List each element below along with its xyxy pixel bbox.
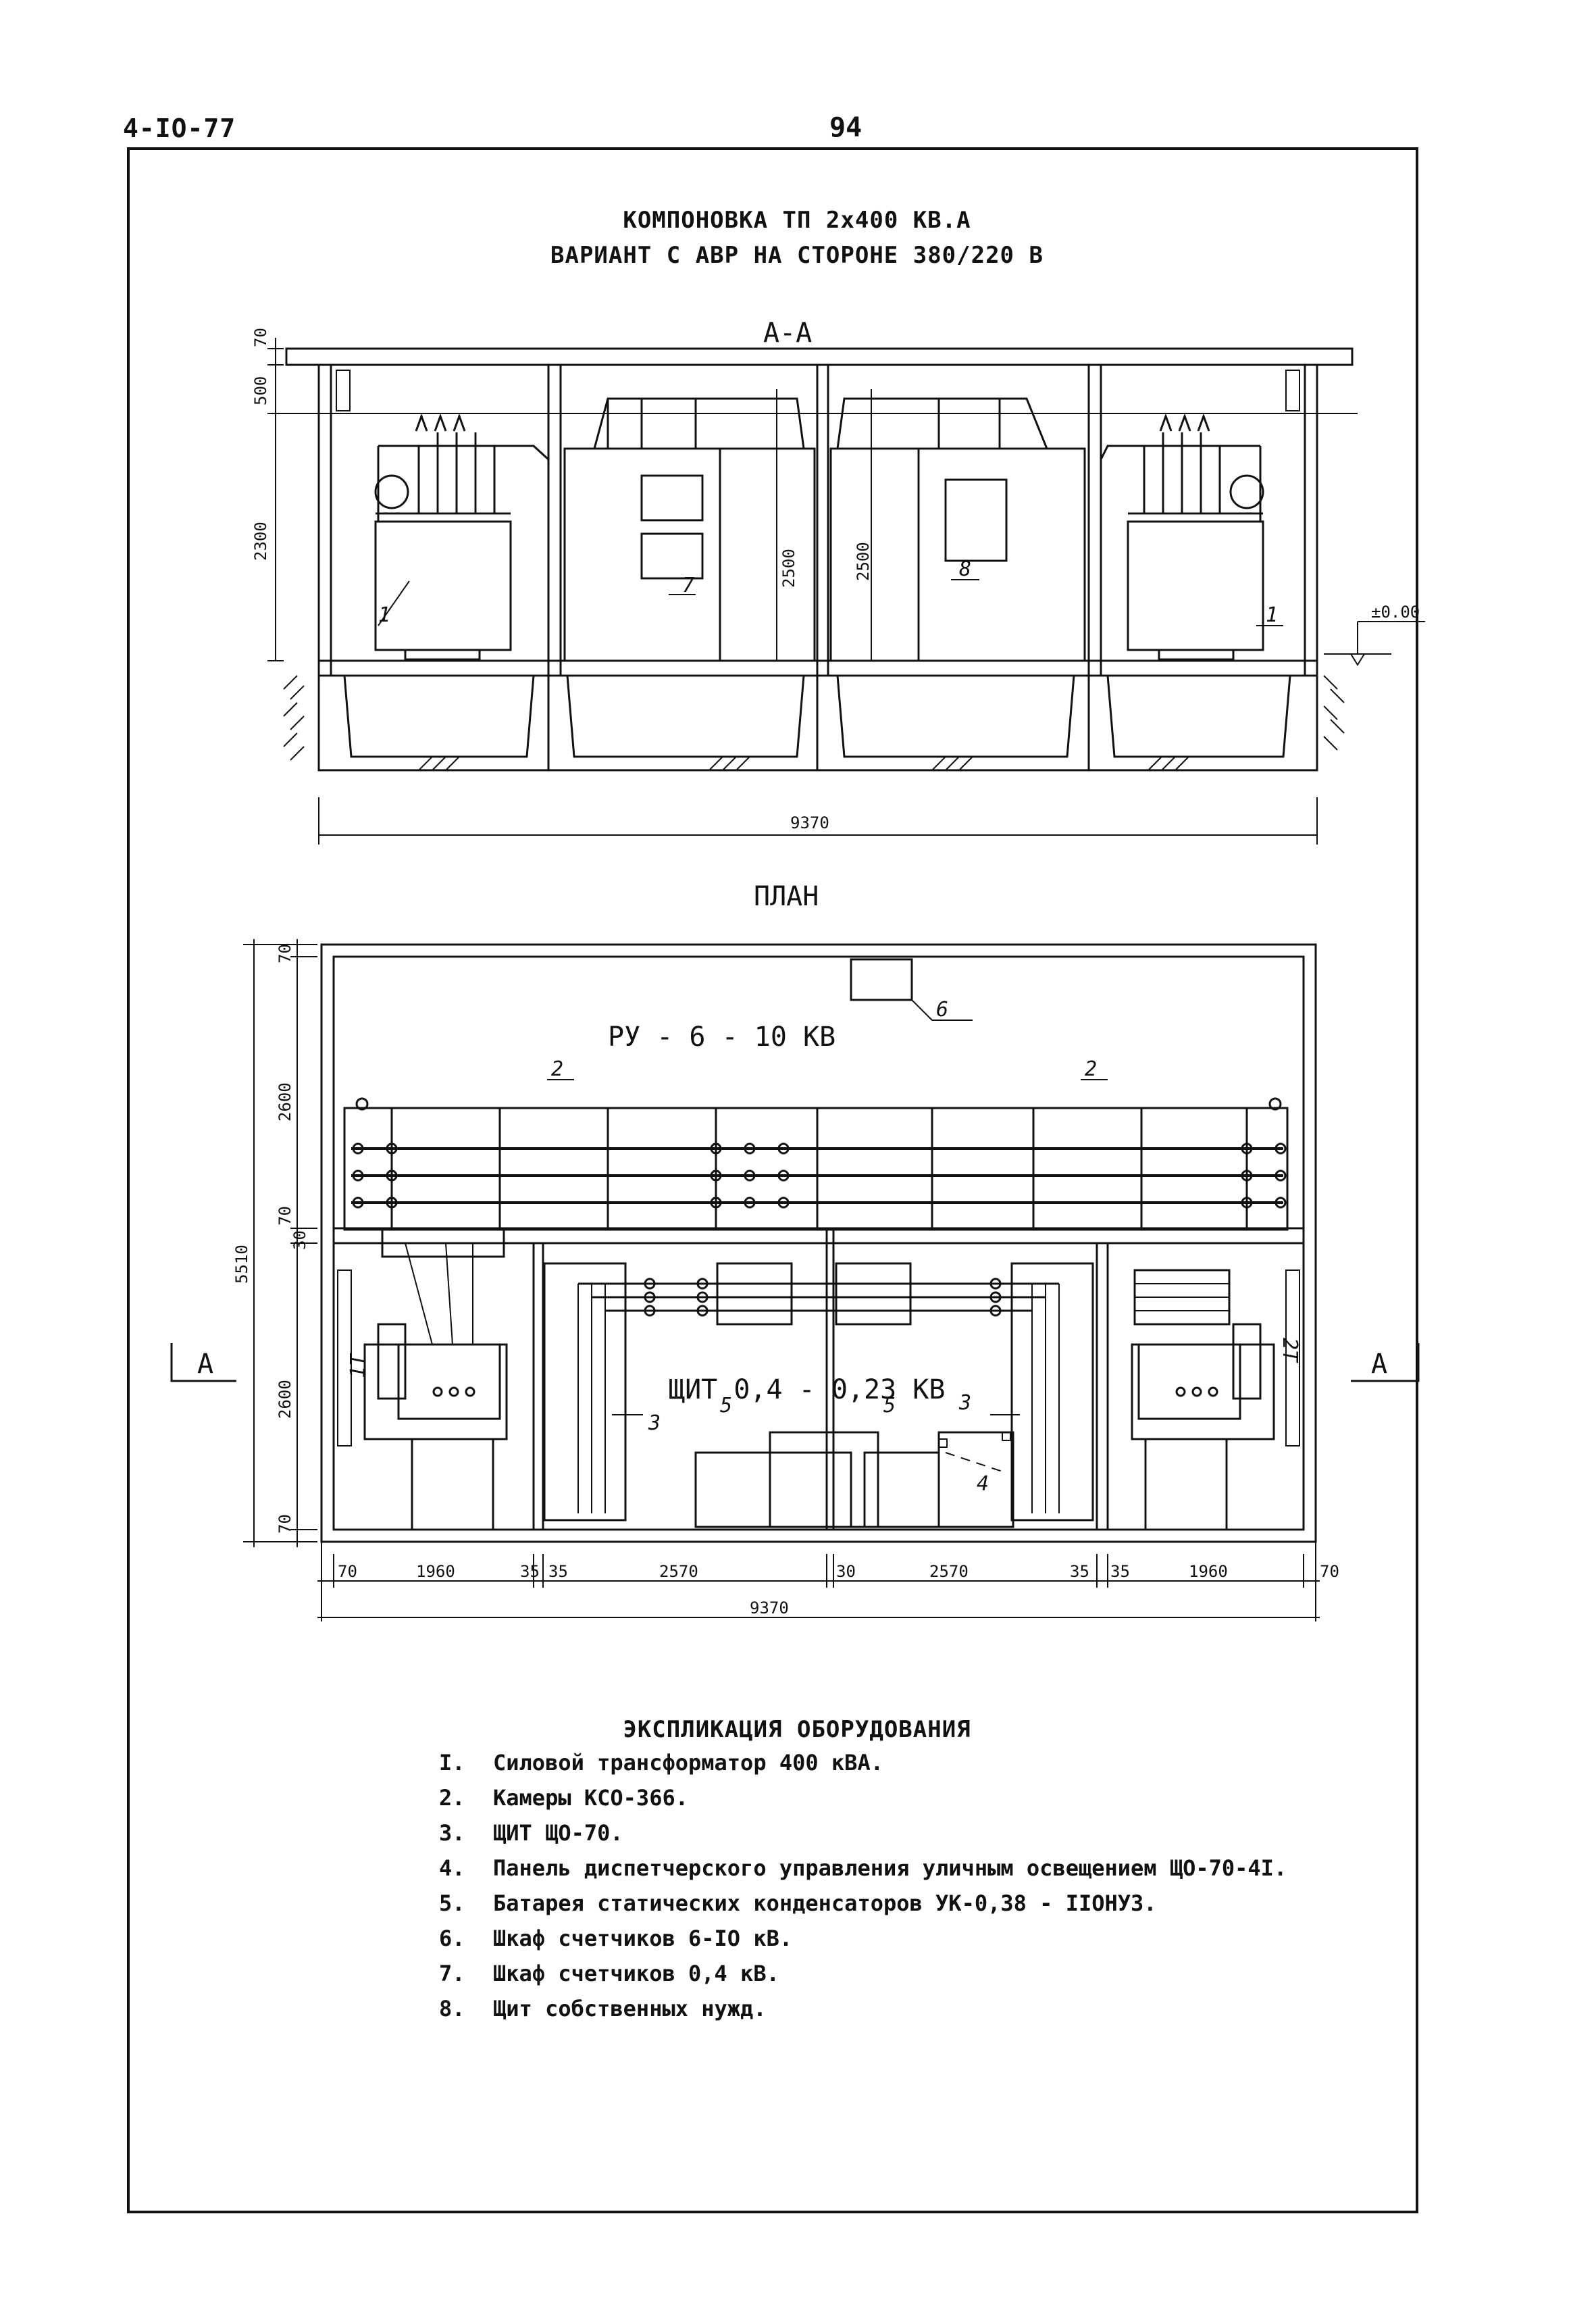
drawing-title-line1: КОМПОНОВКА ТП 2x400 КВ.А (623, 207, 971, 234)
legend-item: 6.Шкаф счетчиков 6-IO кВ. (439, 1926, 793, 1951)
dim-section-total: 9370 (790, 813, 829, 832)
transformer-2-label: 2Т (1278, 1338, 1302, 1363)
plan-hdim-4: 2570 (659, 1562, 698, 1581)
legend-title: ЭКСПЛИКАЦИЯ ОБОРУДОВАНИЯ (623, 1716, 971, 1743)
dim-cabinet-right: 2500 (854, 542, 873, 581)
plan-callout-2b: 2 (1085, 1057, 1097, 1081)
legend-item: 7.Шкаф счетчиков 0,4 кВ. (439, 1961, 779, 1986)
drawing-title-line2: ВАРИАНТ С АВР НА СТОРОНЕ 380/220 В (550, 242, 1044, 269)
plan-vdim-5510: 5510 (232, 1244, 251, 1284)
section-title: А-А (763, 318, 812, 349)
transformer-1-left (374, 413, 550, 661)
plan-transformer-1 (337, 1228, 508, 1530)
plan-callout-4: 4 (977, 1472, 989, 1496)
plan-dim-total: 9370 (750, 1599, 789, 1617)
plan-hdim-3: 35 (548, 1562, 568, 1581)
roof-slab (285, 347, 1354, 366)
section-view (267, 338, 1425, 845)
plan-vertical-dims (243, 939, 317, 1547)
section-vertical-dims (267, 338, 284, 661)
plan-vdim-2600: 2600 (276, 1082, 294, 1122)
document-code: 4-IO-77 (123, 114, 236, 143)
dim-cabinet-left: 2500 (779, 549, 798, 588)
plan-vdim-2600b: 2600 (276, 1380, 294, 1419)
plan-hdim-9: 1960 (1189, 1562, 1228, 1581)
section-mark-left-label: А (197, 1349, 213, 1380)
plan-hdim-8: 35 (1110, 1562, 1130, 1581)
legend-item: 4.Панель диспетчерского управления уличн… (439, 1855, 1287, 1881)
plan-hdim-10: 70 (1320, 1562, 1339, 1581)
section-mark-right (1351, 1343, 1420, 1382)
page-number: 94 (829, 112, 863, 143)
ground-hatching (283, 675, 1345, 771)
plan-vdim-30: 30 (290, 1230, 309, 1250)
transformer-2-right (1100, 413, 1264, 661)
dim-upper: 500 (251, 376, 270, 405)
plan-vdim-70-mid: 70 (276, 1206, 294, 1226)
legend-item: 2.Камеры КСО-366. (439, 1785, 688, 1811)
level-label: ±0.00 (1371, 603, 1420, 622)
plan-callout-5a: 5 (720, 1394, 732, 1417)
legend-list: I.Силовой трансформатор 400 кВА. 2.Камер… (439, 1750, 1287, 2031)
plan-hdim-0: 70 (338, 1562, 357, 1581)
plan-hdim-6: 2570 (929, 1562, 969, 1581)
drawing-frame (127, 147, 1418, 2213)
plan-hdim-2: 35 (520, 1562, 540, 1581)
level-mark (1324, 621, 1425, 666)
plan-view (170, 939, 1420, 1621)
switchgear-left (563, 389, 816, 662)
callout-7: 7 (682, 574, 694, 597)
plan-horizontal-dims (317, 1542, 1320, 1621)
capacitor-battery-5b (863, 1451, 940, 1528)
lv-shield-room (543, 1262, 1094, 1528)
plan-callout-5b: 5 (883, 1394, 896, 1417)
plan-hdim-1: 1960 (416, 1562, 455, 1581)
callout-1-right: 1 (1266, 603, 1278, 627)
plan-vdim-70-top: 70 (276, 944, 294, 963)
room-shield-label: ЩИТ 0,4 - 0,23 КВ (669, 1374, 945, 1405)
section-mark-right-label: А (1371, 1349, 1387, 1380)
plan-vdim-70-bot: 70 (276, 1514, 294, 1534)
dim-top-slab: 70 (251, 328, 270, 347)
transformer-1-label: 1Т (346, 1353, 370, 1378)
plan-callout-3b: 3 (958, 1391, 971, 1415)
plan-callout-3a: 3 (648, 1411, 661, 1435)
callout-1-left: 1 (378, 603, 390, 627)
meter-cabinet-6 (850, 958, 913, 1001)
section-mark-left (170, 1343, 236, 1382)
plan-callout-2a: 2 (551, 1057, 563, 1081)
plan-title: ПЛАН (754, 881, 819, 912)
legend-item: 8.Щит собственных нужд. (439, 1996, 767, 2021)
legend-item: 5.Батарея статических конденсаторов УК-0… (439, 1890, 1157, 1916)
legend-item: I.Силовой трансформатор 400 кВА. (439, 1750, 883, 1776)
callout-8: 8 (959, 557, 971, 581)
legend-item: 3.ЩИТ ЩО-70. (439, 1820, 623, 1846)
room-ru-label: РУ - 6 - 10 КВ (608, 1022, 835, 1053)
plan-transformer-2 (1131, 1269, 1300, 1530)
ksoswitchgear-row (343, 1097, 1289, 1231)
plan-callout-6: 6 (936, 998, 948, 1022)
plan-hdim-7: 35 (1070, 1562, 1089, 1581)
plan-hdim-5: 30 (836, 1562, 856, 1581)
dim-height: 2300 (251, 522, 270, 561)
switchgear-right (829, 389, 1086, 662)
